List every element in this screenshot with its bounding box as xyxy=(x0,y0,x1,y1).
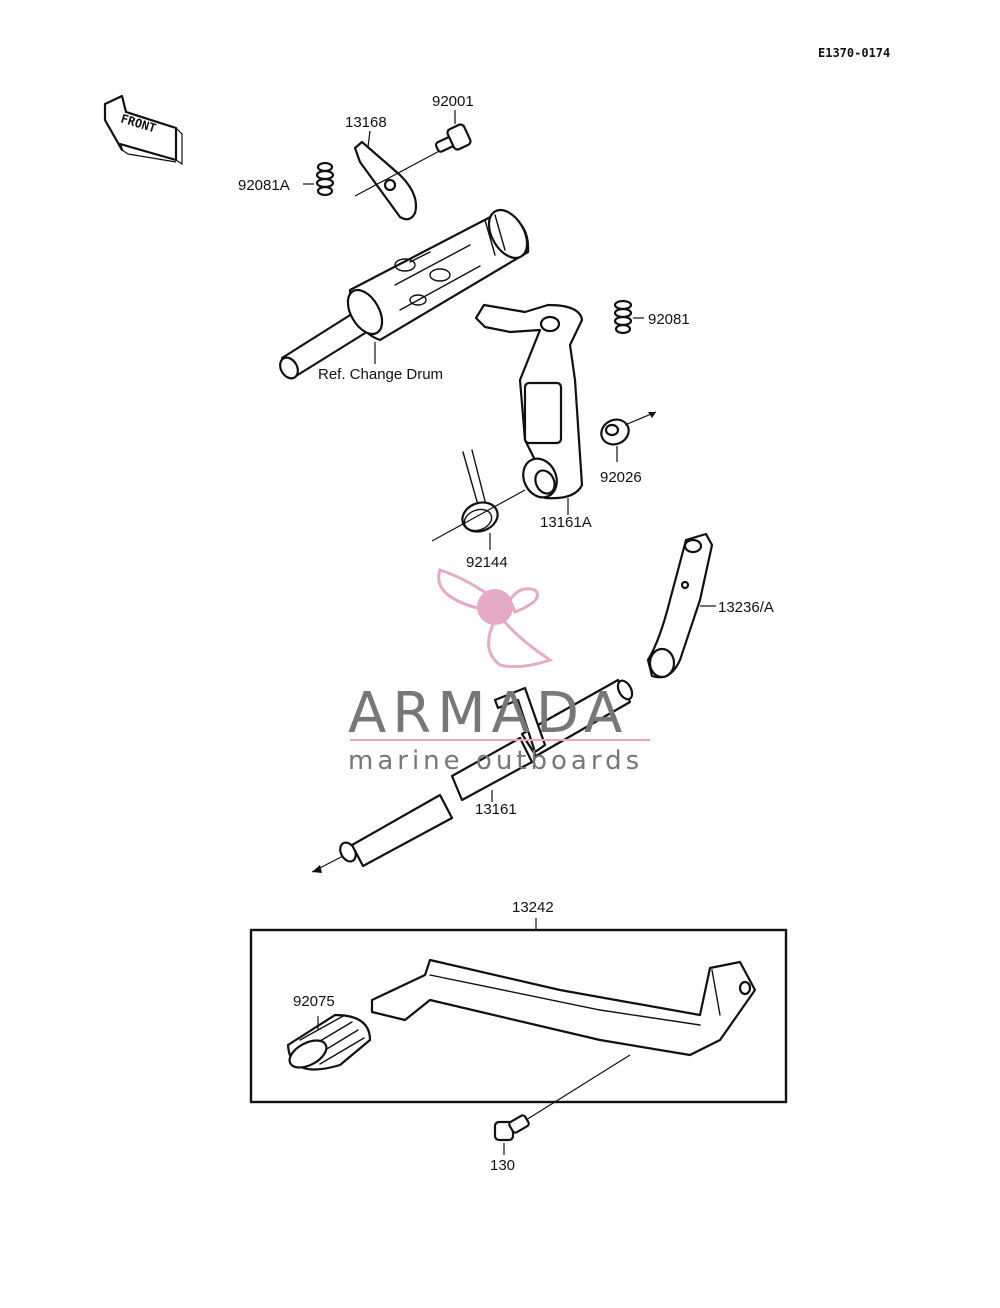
label-92144: 92144 xyxy=(466,554,508,571)
diagram-code: E1370-0174 xyxy=(818,46,890,60)
assembly-box-13242 xyxy=(249,928,788,1104)
label-13161a: 13161A xyxy=(540,514,592,531)
plate-13168 xyxy=(353,130,418,221)
label-92001: 92001 xyxy=(432,93,474,110)
watermark-brand: ARMADA xyxy=(348,681,628,746)
label-92081a: 92081A xyxy=(238,177,290,194)
shift-arm-13236a xyxy=(646,532,716,679)
rubber-92075 xyxy=(286,1013,372,1071)
front-arrow-icon: FRONT xyxy=(103,94,183,166)
change-drum xyxy=(279,209,530,380)
spring-92144 xyxy=(431,449,526,550)
armada-logo-icon xyxy=(437,568,554,669)
shift-shaft-13161 xyxy=(311,678,634,873)
label-92081: 92081 xyxy=(648,311,690,328)
label-92075: 92075 xyxy=(293,993,335,1010)
shift-pedal xyxy=(370,958,757,1057)
shift-arm-13161a xyxy=(474,303,584,515)
label-13236a: 13236/A xyxy=(718,599,774,616)
collar-92026 xyxy=(600,411,657,462)
spring-92081a xyxy=(303,161,335,197)
watermark-tagline: marine outboards xyxy=(348,746,643,776)
label-92026: 92026 xyxy=(600,469,642,486)
label-130: 130 xyxy=(490,1157,515,1174)
spring-92081 xyxy=(613,299,644,335)
label-13242: 13242 xyxy=(512,899,554,916)
label-ref-change-drum: Ref. Change Drum xyxy=(318,366,443,383)
label-13168: 13168 xyxy=(345,114,387,131)
label-13161: 13161 xyxy=(475,801,517,818)
bolt-92001 xyxy=(434,110,472,153)
bolt-130 xyxy=(493,1114,530,1155)
